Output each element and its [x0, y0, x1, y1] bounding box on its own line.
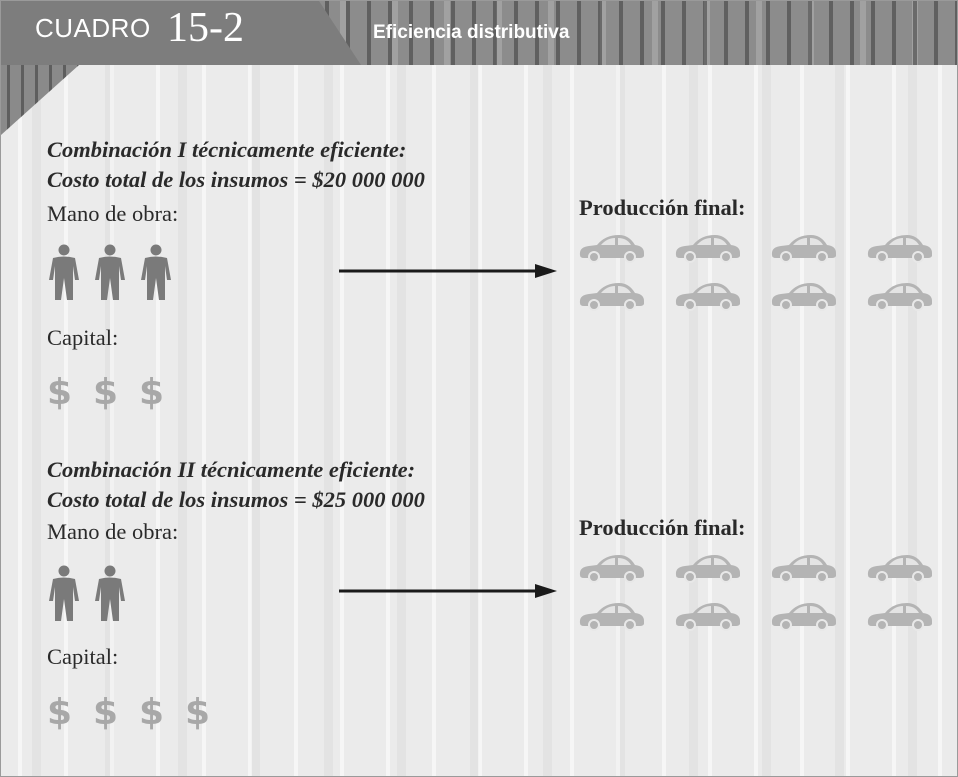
- car-icon: [675, 235, 740, 263]
- person-icon: [95, 244, 125, 300]
- car-icon: [675, 283, 740, 311]
- capital-icons: $ $ $ $: [47, 692, 211, 733]
- combination-cost: Costo total de los insumos = $20 000 000: [47, 167, 425, 192]
- capital-label: Capital:: [47, 325, 119, 350]
- car-icon: [579, 555, 644, 583]
- dollar-icon: $: [139, 692, 165, 733]
- person-icon: [49, 244, 79, 300]
- corner-fold-decoration: [1, 65, 79, 135]
- dollar-icon: $: [47, 372, 73, 413]
- figure-number: 15-2: [167, 5, 244, 51]
- combination-title: Combinación I técnicamente eficiente:: [47, 137, 407, 162]
- person-icon: [95, 565, 125, 621]
- output-icons: [577, 231, 947, 311]
- labor-icons: [45, 565, 137, 623]
- dollar-icon: $: [93, 692, 119, 733]
- output-icons: [577, 551, 947, 631]
- capital-label: Capital:: [47, 644, 119, 669]
- labor-label: Mano de obra:: [47, 201, 179, 226]
- car-icon: [771, 235, 836, 263]
- car-icon: [867, 283, 932, 311]
- dollar-icon: $: [185, 692, 211, 733]
- figure-label: CUADRO: [35, 13, 151, 43]
- output-label: Producción final:: [579, 195, 746, 220]
- car-icon: [579, 603, 644, 631]
- labor-label: Mano de obra:: [47, 519, 179, 544]
- car-icon: [675, 555, 740, 583]
- car-icon: [771, 603, 836, 631]
- capital-icons: $ $ $: [47, 372, 165, 413]
- combination-cost: Costo total de los insumos = $25 000 000: [47, 487, 425, 512]
- car-icon: [867, 235, 932, 263]
- car-icon: [867, 555, 932, 583]
- output-label: Producción final:: [579, 515, 746, 540]
- figure-title: Eficiencia distributiva: [373, 22, 570, 43]
- car-icon: [579, 235, 644, 263]
- arrow-icon: [339, 264, 557, 278]
- car-icon: [771, 283, 836, 311]
- car-icon: [771, 555, 836, 583]
- car-icon: [675, 603, 740, 631]
- dollar-icon: $: [139, 372, 165, 413]
- labor-icons: [45, 244, 183, 302]
- header-tab: [1, 1, 361, 65]
- combination-title: Combinación II técnicamente eficiente:: [47, 457, 416, 482]
- person-icon: [141, 244, 171, 300]
- arrow-icon: [339, 584, 557, 598]
- car-icon: [579, 283, 644, 311]
- person-icon: [49, 565, 79, 621]
- dollar-icon: $: [93, 372, 119, 413]
- car-icon: [867, 603, 932, 631]
- dollar-icon: $: [47, 692, 73, 733]
